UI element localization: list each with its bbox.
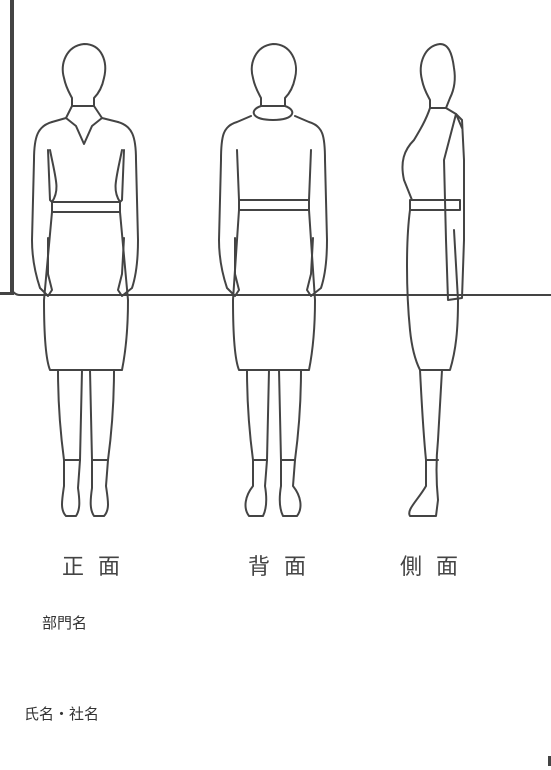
side-view-label: 側面 xyxy=(400,555,473,580)
back-view-label: 背面 xyxy=(248,555,321,580)
front-view-label: 正面 xyxy=(62,555,135,580)
front-figure xyxy=(20,40,180,530)
back-figure xyxy=(193,40,353,530)
corner-mark xyxy=(548,756,551,766)
side-figure xyxy=(380,40,490,530)
department-label: 部門名 xyxy=(42,614,88,632)
name-company-label: 氏名・社名 xyxy=(24,705,100,723)
binding-edge xyxy=(10,0,14,292)
frame-hook xyxy=(0,292,14,295)
